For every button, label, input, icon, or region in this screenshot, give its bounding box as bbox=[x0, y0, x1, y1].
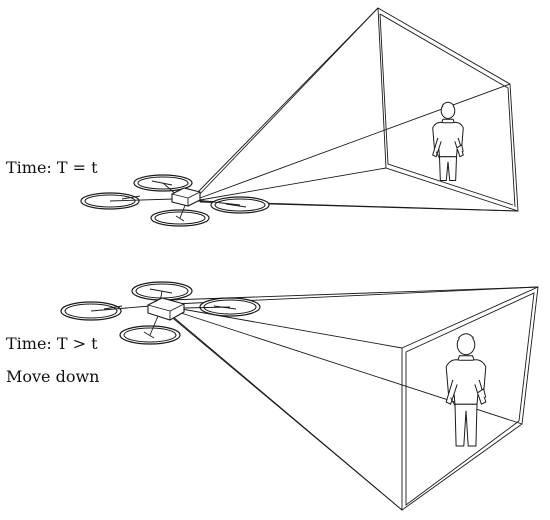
top-person-figure bbox=[433, 102, 464, 180]
top-scene bbox=[81, 8, 518, 226]
top-camera-frustum bbox=[196, 8, 518, 211]
bottom-scene bbox=[61, 282, 538, 510]
time-label-top: Time: T = t bbox=[6, 158, 98, 177]
bottom-image-plane bbox=[402, 287, 538, 510]
move-down-label: Move down bbox=[6, 367, 100, 386]
bottom-drone-body bbox=[148, 298, 184, 320]
top-drone-body bbox=[172, 188, 200, 206]
bottom-person-figure bbox=[446, 334, 486, 446]
top-drone bbox=[81, 175, 269, 226]
time-label-bottom: Time: T > t bbox=[6, 334, 98, 353]
bottom-drone bbox=[61, 282, 260, 344]
top-image-plane bbox=[378, 8, 518, 211]
